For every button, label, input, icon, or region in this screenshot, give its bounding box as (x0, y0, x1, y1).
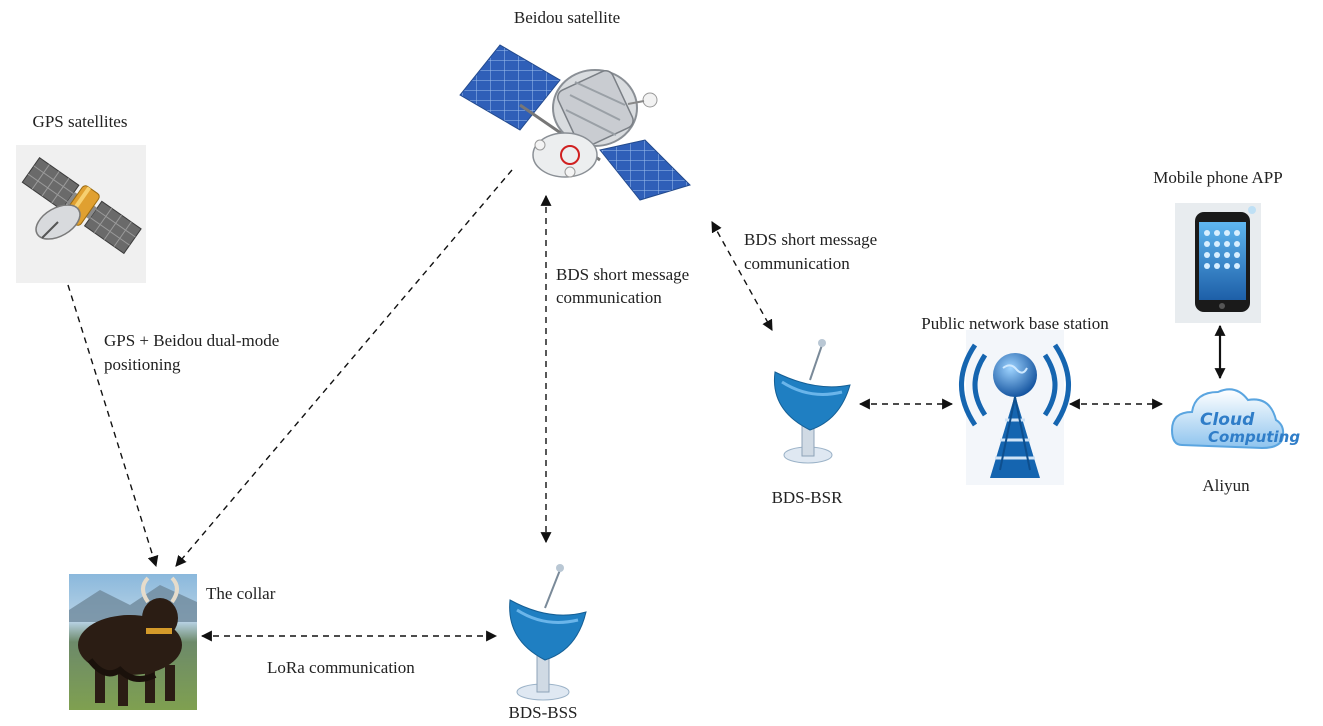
bds-short-message-label-b-2: communication (744, 254, 850, 273)
beidou-satellite-label: Beidou satellite (513, 8, 621, 27)
mobile-phone-icon (1175, 203, 1261, 323)
bds-bsr-dish-icon (773, 339, 851, 464)
base-station-tower-icon (959, 330, 1071, 485)
aliyun-label: Aliyun (1202, 476, 1250, 495)
connector-beidou-to-bsr (711, 221, 773, 331)
bds-short-message-label-b-1: BDS short message (744, 230, 878, 249)
cloud-logo-text-1: Cloud (1200, 410, 1255, 430)
collar-band (146, 628, 172, 634)
bds-short-message-label-a-1: BDS short message (556, 265, 690, 284)
mobile-app-label: Mobile phone APP (1153, 168, 1283, 187)
bds-bss-dish-icon (509, 564, 587, 701)
gps-satellites-label: GPS satellites (32, 112, 128, 131)
dual-mode-positioning-label-2: positioning (104, 355, 181, 374)
dual-mode-positioning-label-1: GPS + Beidou dual-mode (104, 331, 280, 350)
connector-gps-to-collar (67, 284, 159, 568)
public-base-station-label: Public network base station (921, 314, 1109, 333)
yak-collar-photo (69, 574, 197, 710)
bds-bsr-label: BDS-BSR (771, 488, 843, 507)
gps-satellite-icon (16, 145, 146, 283)
bds-short-message-label-a-2: communication (556, 288, 662, 307)
connectors (67, 169, 1164, 642)
bds-bss-label: BDS-BSS (508, 703, 578, 722)
connector-beidou-to-collar (175, 169, 513, 567)
lora-communication-label: LoRa communication (267, 658, 415, 677)
cloud-computing-icon: Cloud Computing (1170, 388, 1300, 450)
cloud-logo-text-2: Computing (1208, 428, 1300, 446)
collar-label: The collar (206, 584, 276, 603)
beidou-satellite-icon (459, 44, 691, 201)
